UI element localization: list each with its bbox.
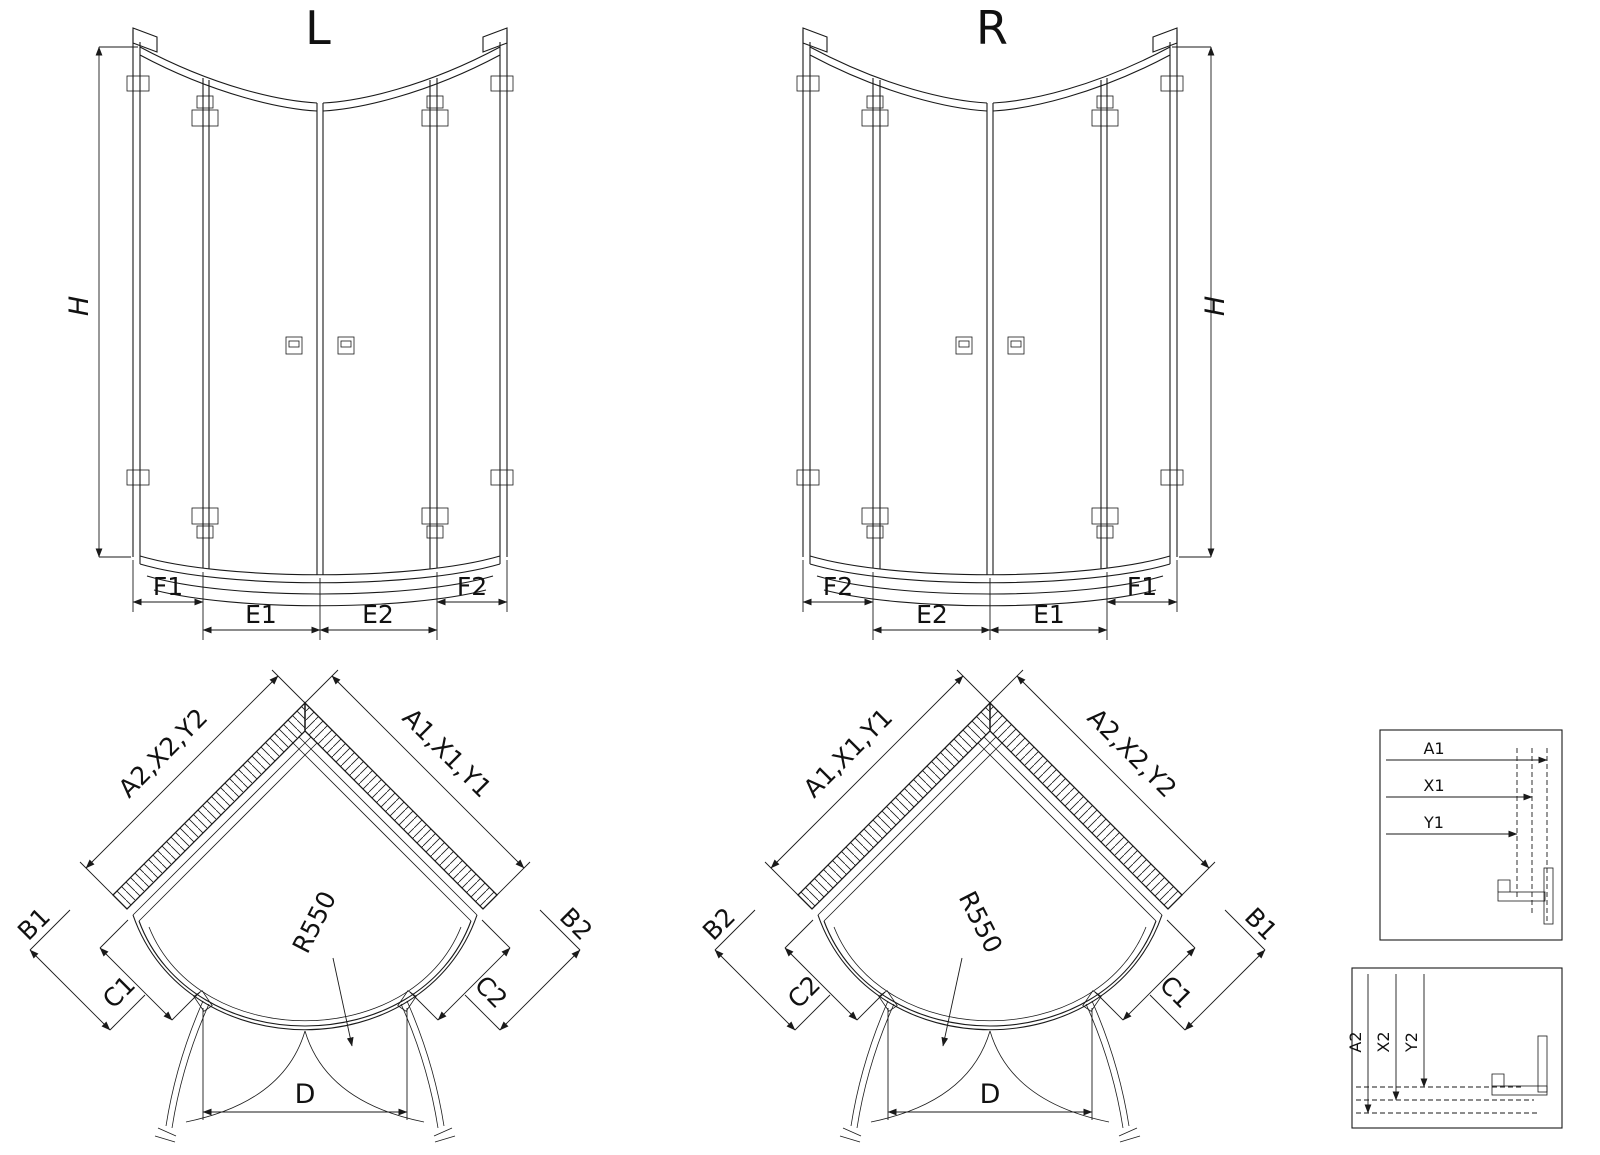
plan-view-left: A2,X2,Y2 A1,X1,Y1 B1 B2 C1 C2 R550 D xyxy=(12,670,598,1142)
detail-bottom-profile xyxy=(1491,1035,1548,1096)
detail-top-label-x1: X1 xyxy=(1423,776,1444,795)
detail-top-profile xyxy=(1497,867,1554,925)
detail-drawing-bottom: A2 X2 Y2 xyxy=(1346,967,1563,1129)
plan-left-side-dim-left: B1 xyxy=(12,902,56,946)
plan-right-panel-dim-right: C1 xyxy=(1154,970,1198,1014)
dim-label-e1: E1 xyxy=(1033,600,1065,629)
dim-label-e2: E2 xyxy=(916,600,948,629)
detail-bottom-label-x2: X2 xyxy=(1374,1031,1393,1052)
detail-drawing-top: A1 X1 Y1 xyxy=(1379,729,1563,941)
plan-right-opening-label: D xyxy=(980,1079,1001,1110)
dim-label-f1: F1 xyxy=(153,572,183,601)
plan-left-opening-label: D xyxy=(295,1079,316,1110)
plan-right-side-dim-left: B2 xyxy=(697,902,741,946)
front-right-height-label: H xyxy=(1200,296,1231,316)
plan-right-radius-label: R550 xyxy=(953,887,1008,958)
front-elevation-left: L H F1 E1 E2 F2 xyxy=(64,1,513,640)
dim-label-e2: E2 xyxy=(362,600,394,629)
detail-top-label-y1: Y1 xyxy=(1423,813,1444,832)
front-right-title: R xyxy=(976,1,1008,55)
plan-left-radius-label: R550 xyxy=(287,887,342,958)
plan-left-side-dim-right: B2 xyxy=(554,902,598,946)
plan-left-panel-dim-left: C1 xyxy=(97,970,141,1014)
detail-top-label-a1: A1 xyxy=(1423,739,1444,758)
dim-label-f2: F2 xyxy=(823,572,853,601)
plan-right-wall-dim-left: A1,X1,Y1 xyxy=(798,703,898,803)
plan-right-side-dim-right: B1 xyxy=(1239,902,1283,946)
plan-left-wall-dim-right: A1,X1,Y1 xyxy=(397,703,497,803)
plan-view-right: A1,X1,Y1 A2,X2,Y2 B2 B1 C2 C1 R550 D xyxy=(697,670,1283,1142)
front-elevation-right: R H F2 E2 E1 F1 xyxy=(797,1,1231,640)
dim-label-f1: F1 xyxy=(1127,572,1157,601)
plan-left-wall-dim-left: A2,X2,Y2 xyxy=(113,703,213,803)
plan-left-panel-dim-right: C2 xyxy=(469,970,513,1014)
front-left-height-label: H xyxy=(64,296,95,316)
detail-bottom-label-a2: A2 xyxy=(1346,1031,1365,1052)
dim-label-e1: E1 xyxy=(245,600,277,629)
detail-top-dim-lines xyxy=(1386,748,1548,922)
front-left-title: L xyxy=(305,1,331,55)
detail-bottom-dim-lines xyxy=(1356,974,1540,1114)
detail-bottom-label-y2: Y2 xyxy=(1402,1032,1421,1053)
dim-label-f2: F2 xyxy=(457,572,487,601)
plan-right-panel-dim-left: C2 xyxy=(782,970,826,1014)
plan-right-wall-dim-right: A2,X2,Y2 xyxy=(1082,703,1182,803)
